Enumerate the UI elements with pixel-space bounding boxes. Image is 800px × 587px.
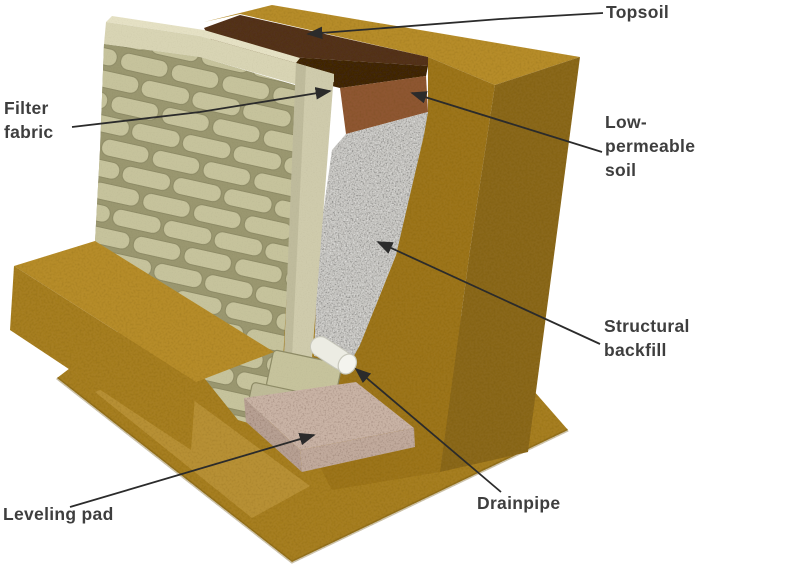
wall-cap — [104, 22, 298, 85]
foreground-berm — [10, 241, 274, 450]
label-leveling-pad: Leveling pad — [3, 504, 114, 524]
drainpipe — [309, 336, 358, 375]
leader-topsoil — [306, 12, 604, 40]
leader-low-permeable — [410, 91, 603, 153]
structural-backfill-gravel — [314, 112, 428, 363]
leader-structural-backfill — [376, 241, 601, 345]
label-low-permeable-soil: Low- permeable soil — [605, 112, 696, 180]
leader-filter-fabric — [71, 87, 332, 128]
label-topsoil: Topsoil — [606, 2, 670, 22]
soil-cut-face — [302, 57, 495, 490]
wall-cap-top — [106, 16, 300, 63]
wall-block-texture — [95, 44, 298, 428]
label-drainpipe: Drainpipe — [477, 493, 561, 513]
label-filter-fabric: Filter fabric — [4, 98, 54, 142]
soil-right-face — [440, 57, 580, 472]
label-structural-backfill: Structural backfill — [604, 316, 690, 360]
leader-drainpipe — [354, 367, 502, 493]
leader-leveling-pad — [69, 433, 316, 508]
retained-soil-mass — [204, 5, 580, 490]
leveling-pad — [244, 382, 415, 472]
leader-lines — [69, 12, 604, 508]
soil-top-surface — [204, 5, 580, 85]
low-permeable-soil-layer — [340, 76, 428, 134]
